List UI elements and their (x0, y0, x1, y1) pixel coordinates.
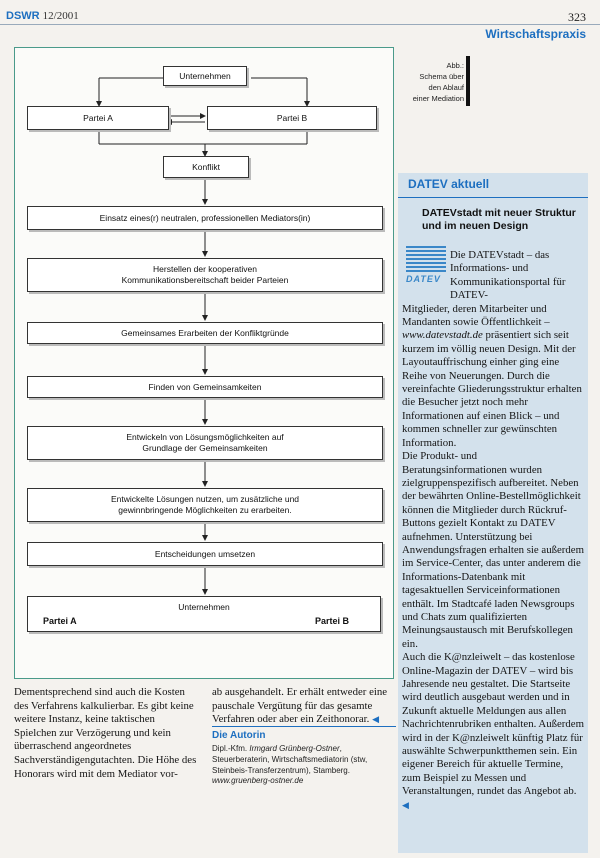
node-label: Einsatz eines(r) neutralen, professionel… (99, 212, 311, 223)
node-unternehmen-top: Unternehmen (163, 66, 247, 86)
node-konfliktgruende: Gemeinsames Erarbeiten der Konfliktgründ… (27, 322, 383, 344)
header-rule (0, 24, 600, 25)
figure-caption: Abb.: Schema über den Ablauf einer Media… (392, 60, 464, 104)
sidebar-rule (398, 197, 588, 198)
datev-logo-word: DATEV (406, 274, 441, 284)
section-title: Wirtschaftspraxis (485, 27, 586, 41)
caption-line: einer Mediation (412, 94, 464, 103)
article-column-1: Dementsprechend sind auch die Kosten des… (14, 686, 197, 780)
node-partei-b: Partei B (207, 106, 377, 130)
node-label: Finden von Gemeinsamkeiten (148, 381, 262, 392)
sidebar-article-body: Die DATEVstadt – das Informations- und K… (402, 249, 584, 812)
node-label: Entwickelte Lösungen nutzen, um zusätzli… (110, 494, 300, 504)
node-label: Partei A (83, 112, 113, 123)
sidebar-end-marker-icon: ◀ (402, 799, 409, 810)
page-number: 323 (568, 10, 586, 24)
caption-line: Abb.: (446, 61, 464, 70)
node-label: Entwickeln von Lösungsmöglichkeiten auf (126, 432, 284, 442)
node-konflikt: Konflikt (163, 156, 249, 178)
datev-logo-stripes (406, 246, 446, 274)
caption-bar (466, 56, 470, 106)
sidebar-paragraph-1a: Mitglieder, deren Mitarbeiter und Mandan… (402, 302, 550, 329)
author-description: , Steuerberaterin, Wirtschaftsmediatorin… (212, 744, 368, 775)
node-label: Grundlage der Gemeinsamkeiten (142, 443, 268, 453)
node-label: Unternehmen (178, 602, 230, 612)
author-box: Die Autorin Dipl.-Kfm. Irmgard Grünberg-… (212, 726, 396, 785)
node-label: Entscheidungen umsetzen (154, 548, 256, 559)
sidebar-paragraph-3: Auch die K@nzleiwelt – das kostenlose On… (402, 651, 584, 798)
journal-name: DSWR (6, 10, 40, 22)
node-label: Gemeinsames Erarbeiten der Konfliktgründ… (121, 327, 289, 338)
bottom-partei-a: Partei A (43, 616, 77, 626)
sidebar-paragraph-2: Die Produkt- und Beratungsinformationen … (402, 450, 584, 650)
node-mediator: Einsatz eines(r) neutralen, professionel… (27, 206, 383, 230)
end-marker-icon: ◀ (372, 714, 380, 725)
mediation-flowchart: Unternehmen Partei A Partei B Konflikt E… (14, 47, 394, 679)
caption-line: den Ablauf (428, 83, 464, 92)
flowchart-arrows (96, 77, 310, 595)
article-column-2: ab ausgehandelt. Er erhält entweder eine… (212, 686, 396, 727)
author-website-link[interactable]: www.gruenberg-ostner.de (212, 776, 304, 785)
sidebar-heading: DATEV aktuell (408, 177, 490, 191)
node-unternehmen-bottom: Unternehmen (27, 596, 381, 632)
author-title: Die Autorin (212, 726, 396, 741)
sidebar-article-title: DATEVstadt mit neuer Struktur und im neu… (422, 207, 576, 232)
bottom-partei-b: Partei B (315, 616, 350, 626)
datevstadt-link[interactable]: www.datevstadt.de (402, 329, 483, 342)
node-loesungen-nutzen: Entwickelte Lösungen nutzen, um zusätzli… (27, 488, 383, 522)
sidebar-paragraph-1-lead: Die DATEVstadt – das Informations- und K… (450, 249, 566, 302)
node-label: Unternehmen (179, 70, 231, 81)
node-label: Konflikt (192, 161, 220, 172)
author-degree: Dipl.-Kfm. (212, 744, 248, 753)
journal-header: DSWR 12/2001 (6, 10, 79, 22)
node-umsetzen: Entscheidungen umsetzen (27, 542, 383, 566)
datev-sidebar: DATEV aktuell DATEVstadt mit neuer Struk… (398, 173, 588, 853)
sidebar-paragraph-1b: präsentiert sich seit kurzem im völlig n… (402, 329, 582, 449)
node-label: gewinnbringende Möglichkeiten zu erarbei… (118, 505, 292, 515)
node-gemeinsamkeiten: Finden von Gemeinsamkeiten (27, 376, 383, 398)
node-label: Kommunikationsbereitschaft beider Partei… (121, 275, 289, 285)
node-label: Partei B (276, 112, 308, 123)
article-column-2-text: ab ausgehandelt. Er erhält entweder eine… (212, 686, 388, 726)
node-partei-a: Partei A (27, 106, 169, 130)
datev-logo: DATEV (406, 246, 446, 286)
author-name: Irmgard Grünberg-Ostner (249, 744, 340, 753)
issue-number: 12/2001 (42, 10, 79, 22)
node-label: Herstellen der kooperativen (153, 264, 257, 274)
author-bio: Dipl.-Kfm. Irmgard Grünberg-Ostner, Steu… (212, 743, 396, 776)
caption-line: Schema über (419, 72, 464, 81)
